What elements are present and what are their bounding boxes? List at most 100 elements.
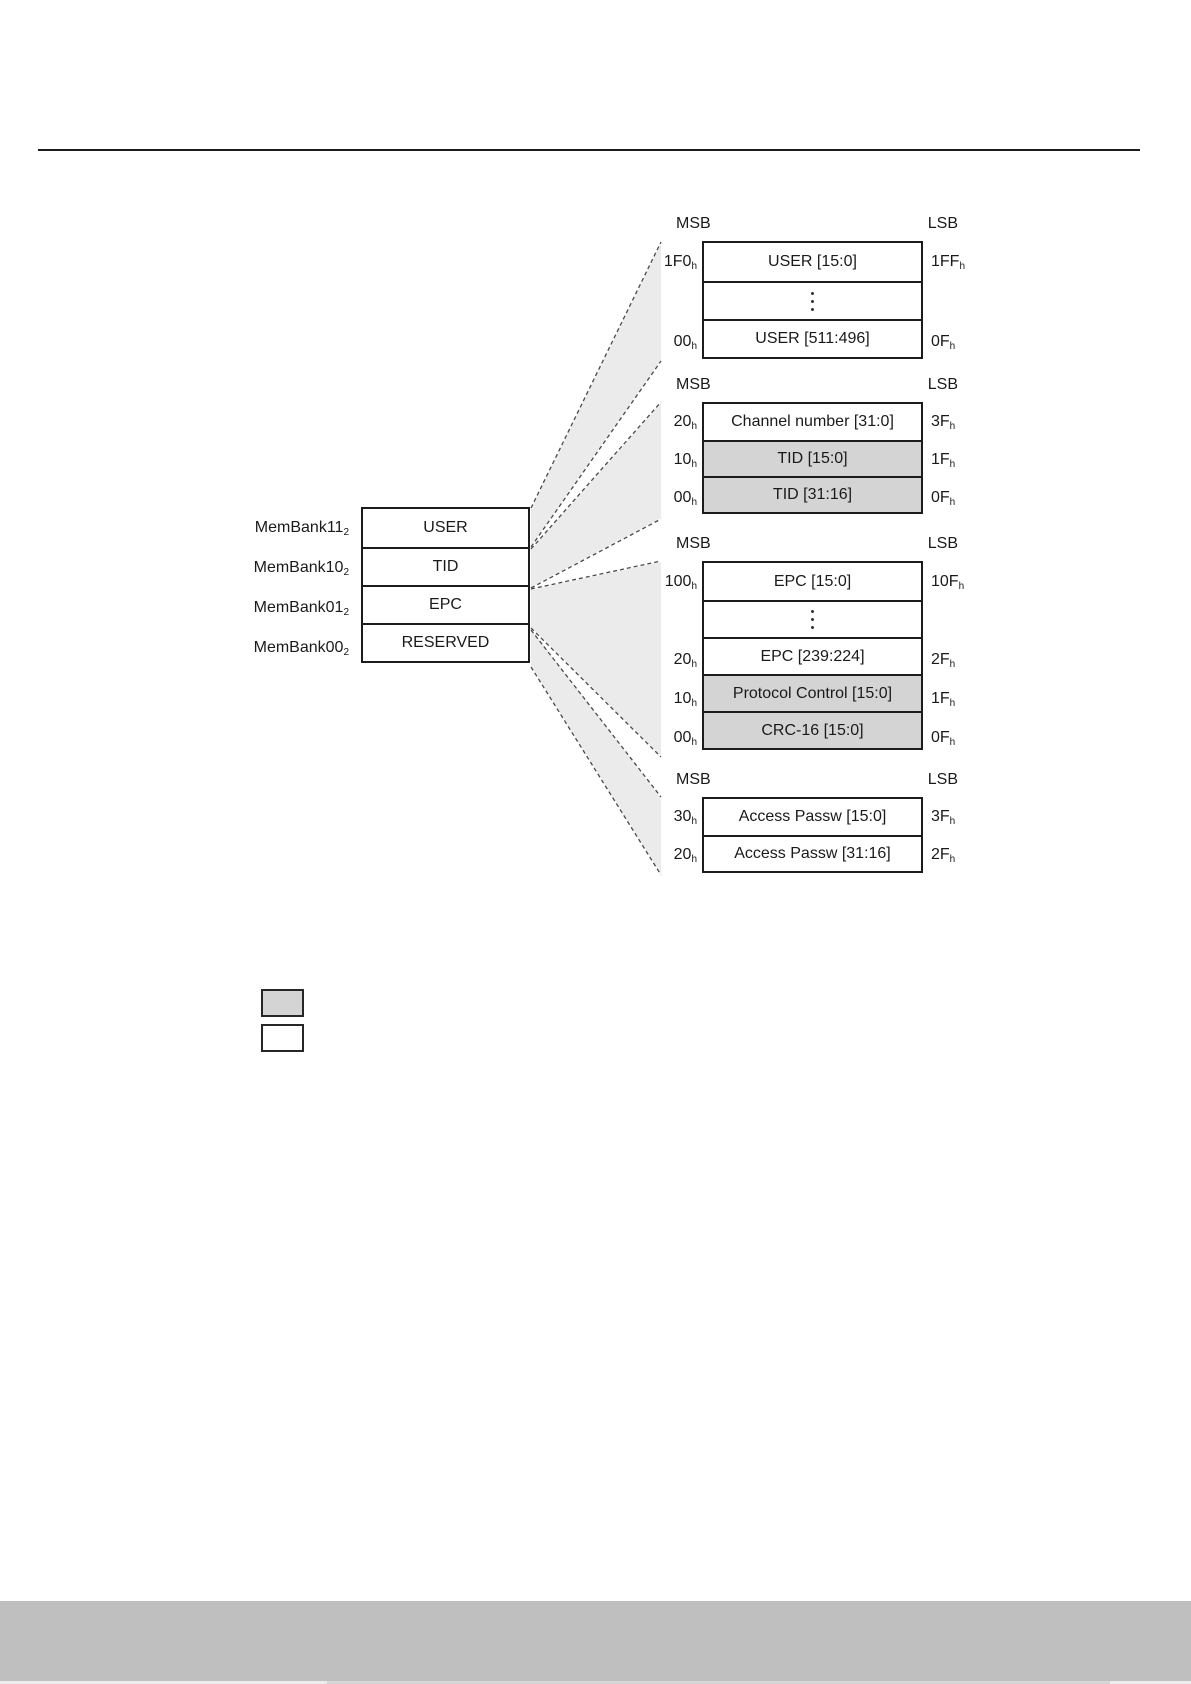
memory-map-box: USER [15:0] USER [511:496] <box>702 241 923 359</box>
address-value: 20 <box>673 413 692 430</box>
memory-row-text: Access Passw [31:16] <box>734 845 891 862</box>
address-value: 10F <box>931 573 959 590</box>
msb-label: MSB <box>676 771 711 788</box>
address-value: 0F <box>931 333 950 350</box>
footer-edge-strip <box>0 1681 327 1684</box>
hex-subscript: h <box>691 341 697 352</box>
memory-row: EPC [239:224] <box>704 637 921 674</box>
ellipsis-dot <box>811 307 814 311</box>
address-label-left: 30h <box>560 799 697 835</box>
bank-name-label: MemBank012 <box>180 589 349 627</box>
address-label-left: 100h <box>560 563 697 600</box>
bank-name-subscript: 2 <box>343 647 349 658</box>
address-value: 00 <box>673 729 692 746</box>
memory-row-text: TID [31:16] <box>772 486 853 503</box>
header-rule <box>38 149 1140 151</box>
address-value: 1F <box>931 451 950 468</box>
memory-map-box: Channel number [31:0] TID [15:0] TID [31:1… <box>702 402 923 514</box>
address-label-left: 1F0h <box>560 243 697 281</box>
address-label-left: 00h <box>560 323 697 361</box>
address-label-left: 10h <box>560 680 697 717</box>
memory-row-text: EPC [239:224] <box>760 647 865 665</box>
hex-subscript: h <box>949 854 956 865</box>
memory-map-box: Access Passw [15:0] Access Passw [31:16] <box>702 797 923 873</box>
bank-row-label: TID <box>432 558 459 575</box>
bank-box: USER TID EPC RESERVED <box>361 507 530 663</box>
address-label-left: 00h <box>560 719 697 756</box>
bank-row-reserved: RESERVED <box>363 623 528 661</box>
address-label-right: 3Fh <box>931 404 1036 440</box>
address-label-right: 1FFh <box>931 243 1036 281</box>
bank-name-text: MemBank11 <box>254 519 344 536</box>
memory-row: TID [31:16] <box>704 476 921 512</box>
lsb-label: LSB <box>927 535 958 552</box>
address-value: 3F <box>931 413 950 430</box>
memory-row: USER [511:496] <box>704 319 921 357</box>
address-label-right: 10Fh <box>931 563 1036 600</box>
hex-subscript: h <box>949 421 956 432</box>
hex-subscript: h <box>949 737 956 748</box>
address-value: 0F <box>931 489 950 506</box>
memory-row: Protocol Control [15:0] <box>704 674 921 711</box>
msb-label: MSB <box>676 215 711 232</box>
hex-subscript: h <box>949 659 956 670</box>
hex-subscript: h <box>949 497 956 508</box>
memory-row: Access Passw [31:16] <box>704 835 921 871</box>
hex-subscript: h <box>958 581 965 592</box>
address-label-right: 1Fh <box>931 680 1036 717</box>
hex-subscript: h <box>691 261 697 272</box>
bank-row-label: RESERVED <box>401 634 490 651</box>
address-label-right: 0Fh <box>931 323 1036 361</box>
hex-subscript: h <box>949 698 956 709</box>
lsb-label: LSB <box>927 771 958 788</box>
ellipsis-dot <box>811 610 814 613</box>
bank-name-subscript: 2 <box>343 607 349 618</box>
bank-row-label: USER <box>423 519 468 536</box>
footer-bar <box>0 1601 1191 1684</box>
address-label-left: 00h <box>560 480 697 516</box>
memory-row: TID [15:0] <box>704 440 921 476</box>
bank-row-label: EPC <box>429 596 462 613</box>
address-value: 1F0 <box>663 253 692 270</box>
address-value: 20 <box>673 651 692 668</box>
address-label-left: 20h <box>560 837 697 873</box>
memory-row: USER [15:0] <box>704 243 921 281</box>
address-value: 10 <box>673 451 692 468</box>
memory-row: EPC [15:0] <box>704 563 921 600</box>
lsb-label: LSB <box>927 215 958 232</box>
bank-name-text: MemBank10 <box>253 559 344 576</box>
memory-row: Channel number [31:0] <box>704 404 921 440</box>
address-value: 00 <box>673 333 692 350</box>
hex-subscript: h <box>691 497 697 508</box>
hex-subscript: h <box>691 737 697 748</box>
ellipsis-dot <box>811 291 814 295</box>
memory-row-text: Channel number [31:0] <box>731 413 894 430</box>
bank-row-epc: EPC <box>363 585 528 623</box>
address-label-left: 20h <box>560 641 697 678</box>
bank-row-tid: TID <box>363 547 528 585</box>
hex-subscript: h <box>691 698 697 709</box>
footer-edge-strip <box>327 1681 1110 1684</box>
address-value: 2F <box>931 651 950 668</box>
memory-row-text: TID [15:0] <box>777 450 848 467</box>
memory-row: CRC-16 [15:0] <box>704 711 921 748</box>
memory-row-text: Protocol Control [15:0] <box>732 684 893 702</box>
hex-subscript: h <box>691 816 697 827</box>
shaded-swatch <box>261 989 304 1017</box>
memory-row-text: Access Passw [15:0] <box>738 808 887 825</box>
unshaded-swatch <box>261 1024 304 1052</box>
address-value: 0F <box>931 729 950 746</box>
memory-row-text: USER [15:0] <box>768 253 857 270</box>
bank-name-label: MemBank112 <box>180 509 349 547</box>
address-label-right: 1Fh <box>931 442 1036 478</box>
address-label-left: 10h <box>560 442 697 478</box>
bank-row-user: USER <box>363 509 528 547</box>
address-label-right: 0Fh <box>931 480 1036 516</box>
hex-subscript: h <box>691 854 697 865</box>
hex-subscript: h <box>691 459 697 470</box>
address-label-right: 0Fh <box>931 719 1036 756</box>
memory-ellipsis-row <box>704 281 921 319</box>
address-value: 20 <box>673 846 692 863</box>
hex-subscript: h <box>691 421 697 432</box>
